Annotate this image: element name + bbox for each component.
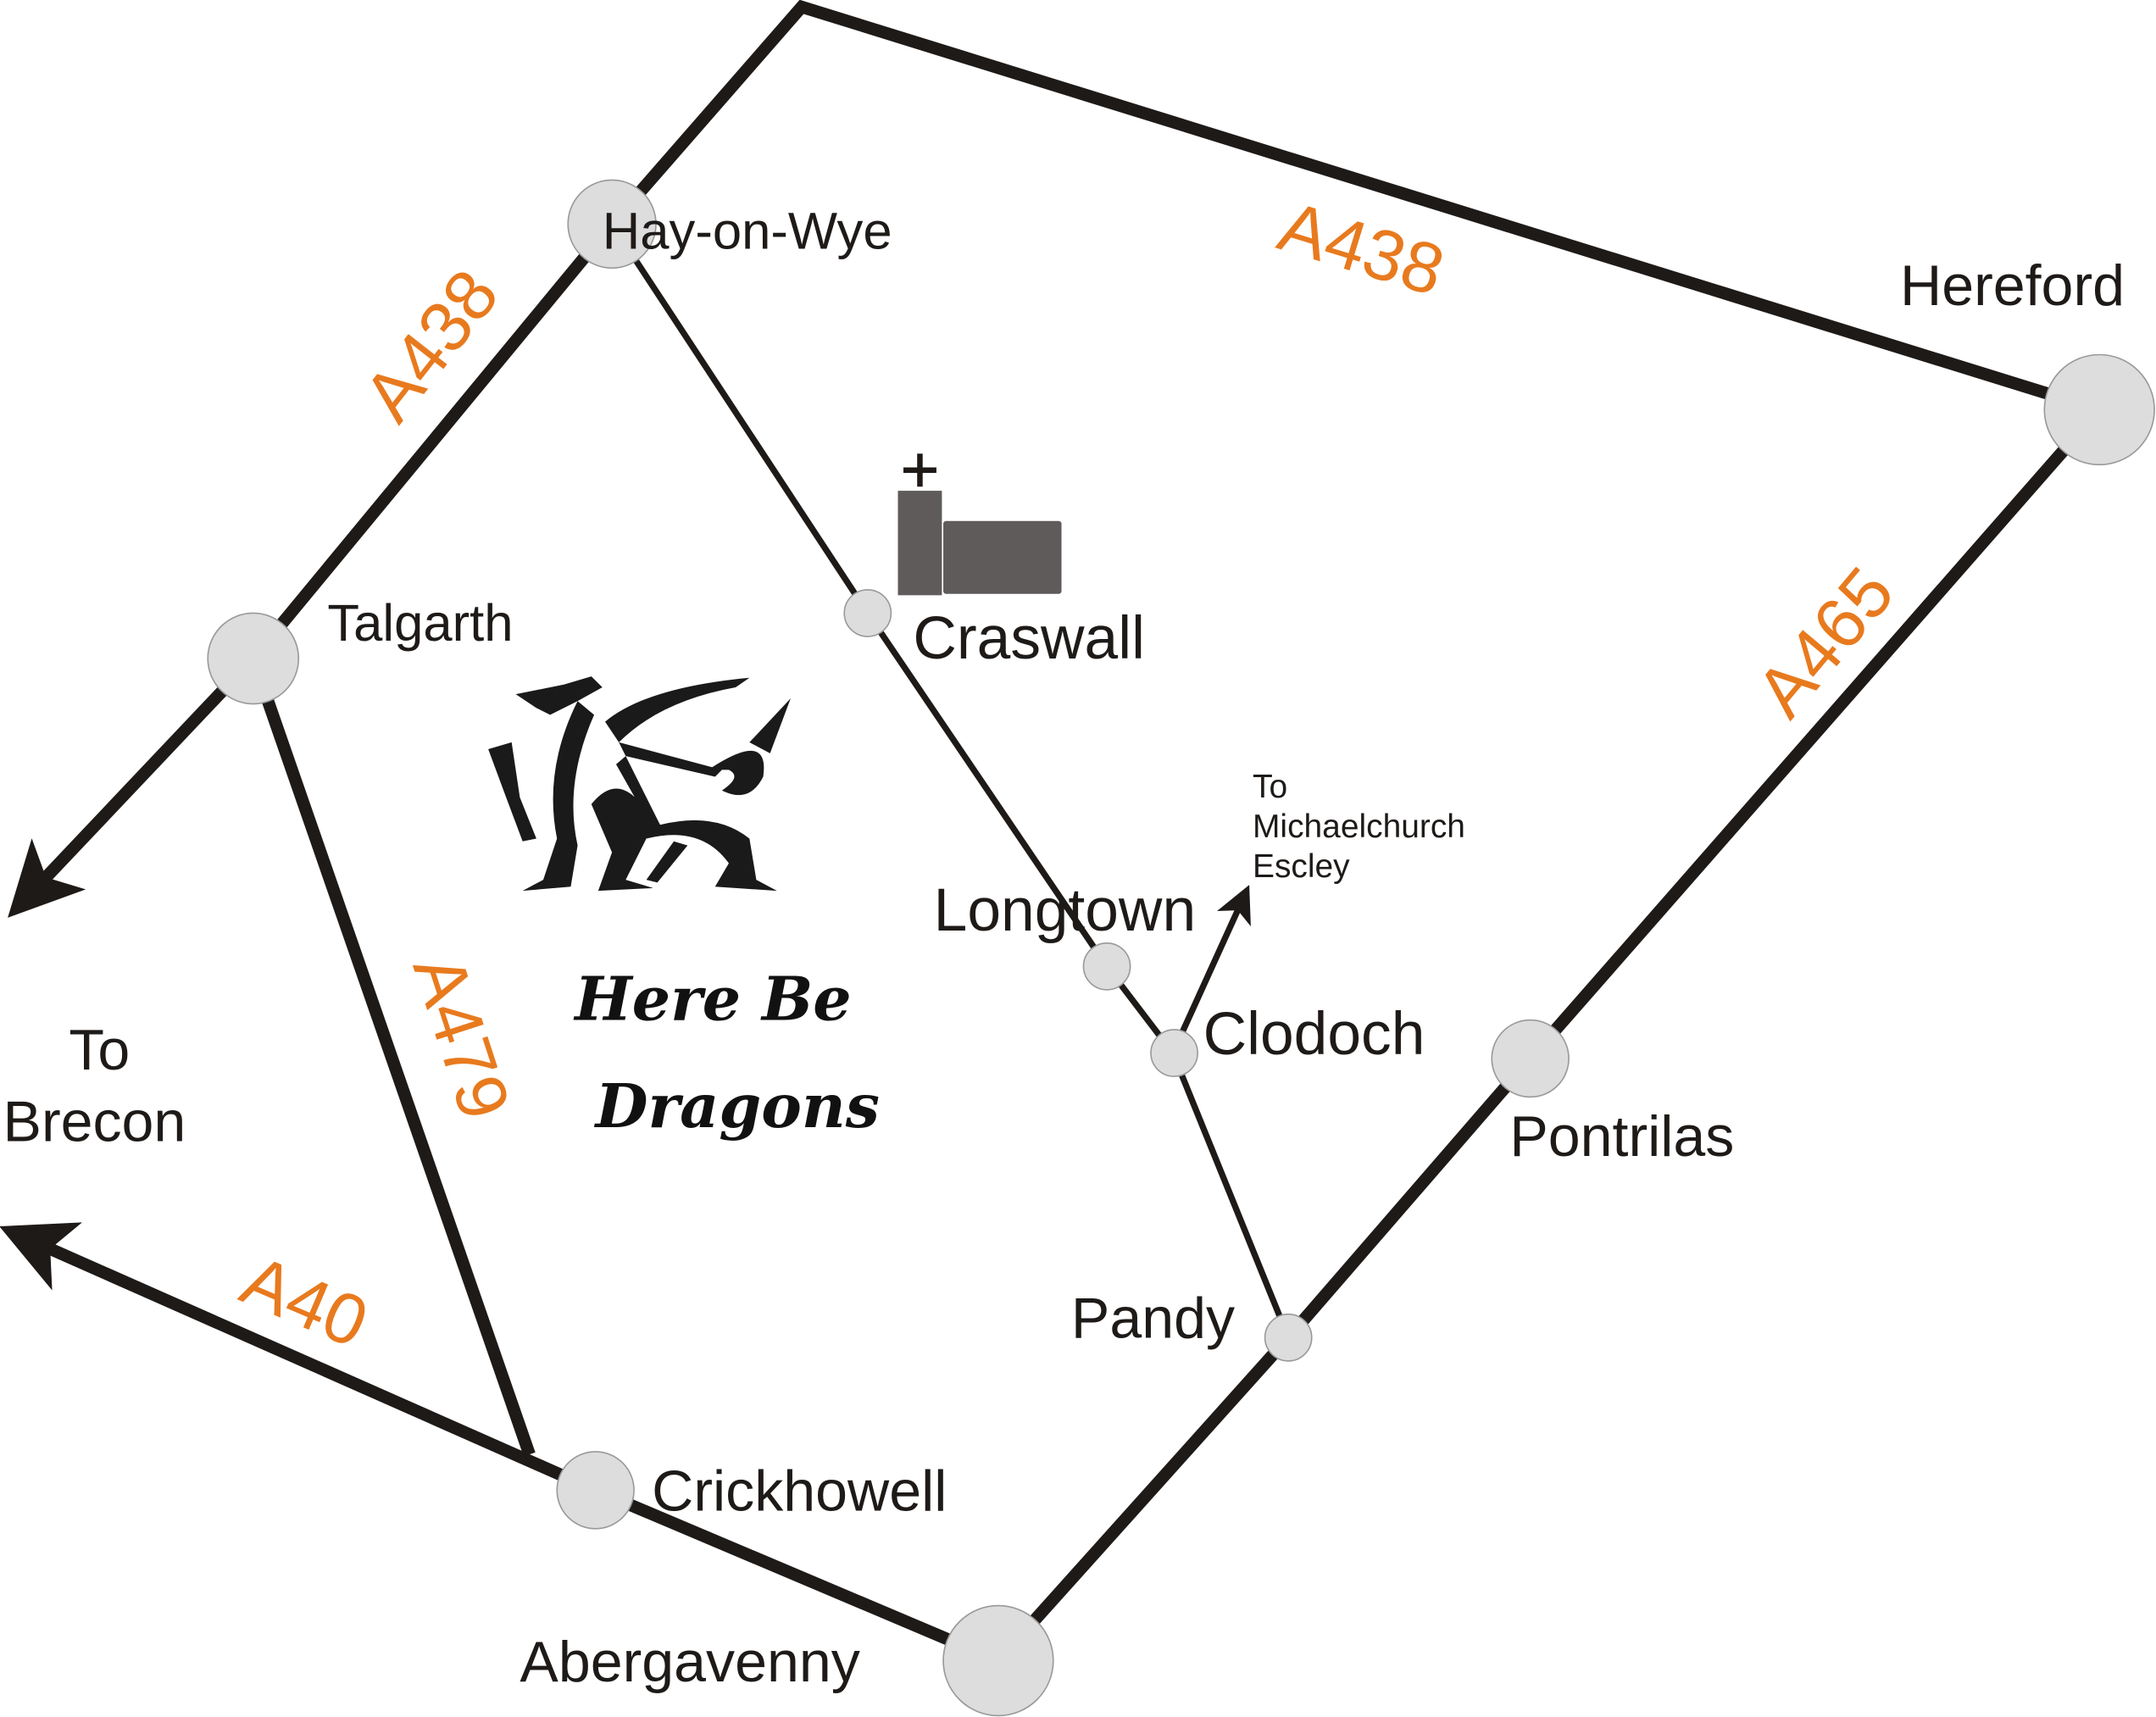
motto-line-1: Here Be — [573, 964, 851, 1035]
town-marker-longtown[interactable] — [1082, 942, 1131, 991]
brecon-label-line-2: Brecon — [3, 1089, 186, 1153]
road-a479 — [247, 656, 536, 1457]
road-a40 — [0, 1222, 1001, 1667]
michaelchurch-label-line-3: Escley — [1253, 848, 1350, 885]
town-label-abergavenny: Abergavenny — [520, 1630, 859, 1694]
town-marker-craswall[interactable] — [843, 589, 892, 637]
town-label-pandy: Pandy — [1071, 1286, 1235, 1350]
town-label-crickhowell: Crickhowell — [652, 1459, 947, 1524]
michaelchurch-label-line-1: To — [1253, 769, 1287, 805]
town-label-craswall: Craswall — [913, 604, 1145, 672]
road-a465 — [993, 405, 2104, 1665]
road-label-a465: A465 — [1741, 553, 1909, 731]
town-marker-pontrilas[interactable] — [1491, 1019, 1570, 1098]
brecon-label-line-1: To — [69, 1018, 130, 1082]
road-minor-hay-pandy — [609, 222, 1292, 1339]
town-label-clodoch: Clodoch — [1203, 1000, 1425, 1068]
town-label-hereford: Hereford — [1900, 253, 2125, 318]
town-marker-clodoch[interactable] — [1150, 1029, 1198, 1077]
motto-line-2: Dragons — [594, 1070, 880, 1142]
town-marker-talgarth[interactable] — [207, 612, 300, 705]
michaelchurch-label-line-2: Michaelchurch — [1253, 808, 1465, 845]
road-minor-michaelchurch — [1170, 885, 1251, 1055]
town-label-talgarth: Talgarth — [327, 594, 513, 653]
town-label-hay: Hay-on-Wye — [603, 203, 892, 261]
town-marker-abergavenny[interactable] — [942, 1604, 1054, 1717]
town-label-longtown: Longtown — [934, 876, 1196, 944]
town-marker-crickhowell[interactable] — [556, 1451, 635, 1530]
road-label-a479: A479 — [398, 945, 525, 1128]
town-marker-hereford[interactable] — [2043, 353, 2155, 466]
town-label-pontrilas: Pontrilas — [1509, 1104, 1734, 1169]
town-marker-pandy[interactable] — [1264, 1313, 1313, 1362]
church-icon — [897, 453, 1062, 596]
welsh-dragon-icon — [488, 676, 791, 892]
road-label-a438-west: A438 — [348, 255, 514, 436]
town-marker-hay[interactable] — [567, 179, 657, 269]
